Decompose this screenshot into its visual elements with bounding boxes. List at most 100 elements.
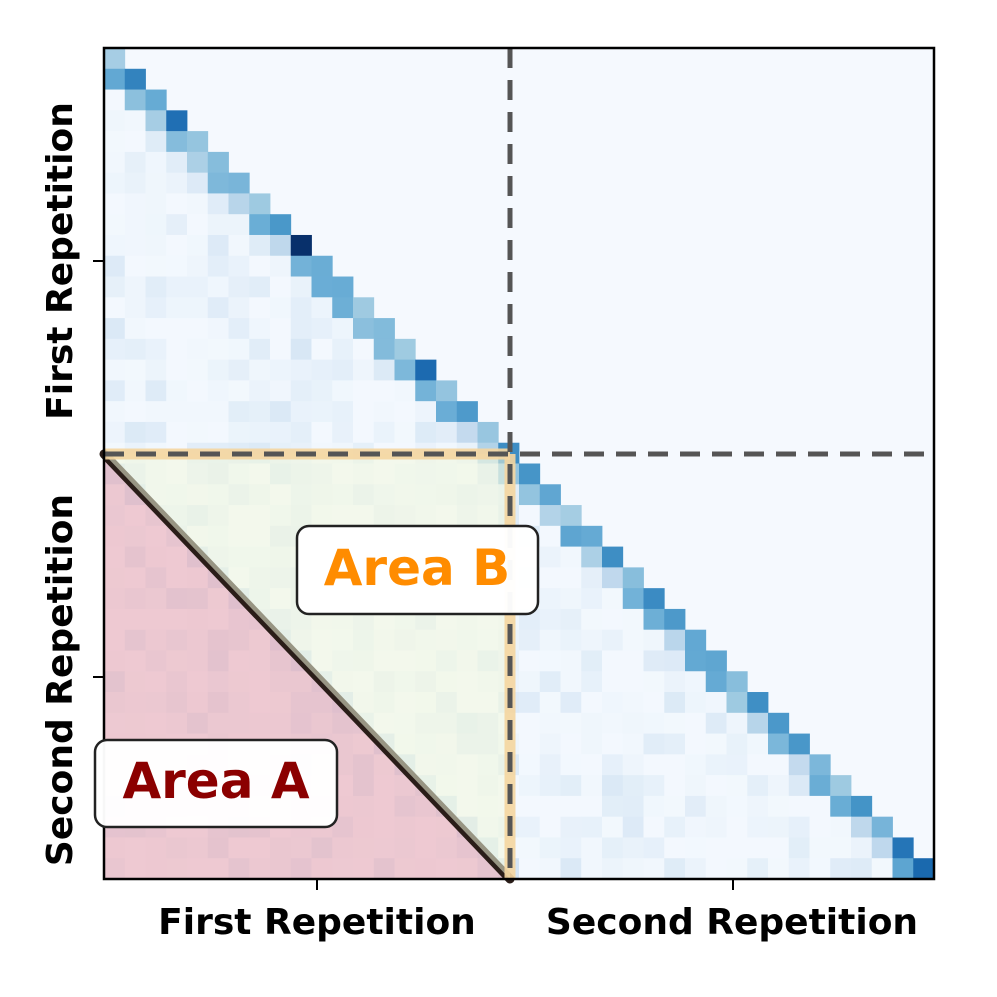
heatmap-cell xyxy=(519,712,541,734)
heatmap-cell xyxy=(768,754,790,776)
heatmap-cell xyxy=(685,692,707,714)
heatmap-cell xyxy=(747,858,769,880)
heatmap-cell xyxy=(249,214,271,236)
heatmap-cell xyxy=(104,276,126,298)
heatmap-cell xyxy=(560,650,582,672)
area-a-label: Area A xyxy=(122,752,309,810)
heatmap-cell xyxy=(664,629,686,651)
heatmap-cell xyxy=(747,837,769,859)
heatmap-cell xyxy=(871,816,893,838)
heatmap-cell xyxy=(560,505,582,527)
heatmap-cell xyxy=(207,421,229,444)
heatmap-cell xyxy=(705,733,727,755)
heatmap-cell xyxy=(539,733,561,755)
heatmap-cell xyxy=(207,338,229,361)
heatmap-cell xyxy=(124,276,146,298)
heatmap-cell xyxy=(560,608,582,631)
heatmap-cell xyxy=(602,567,624,589)
heatmap-cell xyxy=(768,837,790,859)
heatmap-cell xyxy=(643,608,665,631)
heatmap-cell xyxy=(415,380,437,402)
heatmap-cell xyxy=(643,837,665,859)
heatmap-cell xyxy=(664,712,686,734)
heatmap-cell xyxy=(560,775,582,797)
heatmap-cell xyxy=(788,795,810,818)
heatmap-cell xyxy=(228,421,250,444)
heatmap-cell xyxy=(705,775,727,797)
heatmap-cell xyxy=(602,588,624,610)
heatmap-cell xyxy=(602,712,624,734)
heatmap-cell xyxy=(726,712,748,734)
heatmap-cell xyxy=(166,318,188,340)
heatmap-cell xyxy=(166,297,188,319)
heatmap-cell xyxy=(581,837,603,859)
heatmap-cell xyxy=(228,193,250,215)
heatmap-cell xyxy=(913,858,935,880)
heatmap-cell xyxy=(664,837,686,859)
heatmap-cell xyxy=(643,754,665,776)
heatmap-cell xyxy=(602,546,624,568)
heatmap-cell xyxy=(373,401,395,423)
heatmap-cell xyxy=(104,214,126,236)
heatmap-cell xyxy=(104,110,126,132)
heatmap-cell xyxy=(353,421,375,444)
heatmap-cell xyxy=(124,214,146,236)
heatmap-cell xyxy=(768,816,790,838)
heatmap-cell xyxy=(249,421,271,444)
plot-frame xyxy=(102,46,936,881)
heatmap-cell xyxy=(249,318,271,340)
heatmap-cell xyxy=(456,421,478,444)
area-a-label-box xyxy=(93,738,339,829)
heatmap-cell xyxy=(124,110,146,132)
heatmap-cell xyxy=(539,650,561,672)
heatmap-cell xyxy=(187,276,209,298)
heatmap-cell xyxy=(207,172,229,194)
heatmap-cell xyxy=(519,692,541,714)
heatmap-cell xyxy=(560,588,582,610)
heatmap-cell xyxy=(228,276,250,298)
heatmap-cell xyxy=(187,234,209,257)
heatmap-cell xyxy=(373,421,395,444)
heatmap-cell xyxy=(622,733,644,755)
heatmap-cell xyxy=(207,214,229,236)
heatmap-cell xyxy=(124,380,146,402)
heatmap-cell xyxy=(104,318,126,340)
heatmap-cell xyxy=(581,608,603,631)
heatmap-cell xyxy=(353,359,375,381)
heatmap-cell xyxy=(207,318,229,340)
heatmap-cell xyxy=(560,858,582,880)
heatmap-cell xyxy=(249,359,271,381)
heatmap-cell xyxy=(394,401,416,423)
heatmap-cell xyxy=(166,255,188,277)
heatmap-cell xyxy=(228,297,250,319)
heatmap-cell xyxy=(602,608,624,631)
heatmap-cell xyxy=(415,359,437,381)
heatmap-cell xyxy=(332,338,354,361)
heatmap-cell xyxy=(581,733,603,755)
heatmap-cell xyxy=(145,359,167,381)
heatmap-cell xyxy=(249,255,271,277)
heatmap-cell xyxy=(187,172,209,194)
heatmap-cell xyxy=(436,421,458,444)
heatmap-cell xyxy=(747,775,769,797)
heatmap-cell xyxy=(373,380,395,402)
heatmap-cell xyxy=(145,193,167,215)
heatmap-cell xyxy=(602,775,624,797)
heatmap-cell xyxy=(166,421,188,444)
heatmap-cell xyxy=(187,193,209,215)
heatmap-cell xyxy=(622,671,644,693)
heatmap-cell xyxy=(622,816,644,838)
heatmap-cell xyxy=(581,795,603,818)
heatmap-cell xyxy=(104,338,126,361)
heatmap-cell xyxy=(539,795,561,818)
heatmap-cell xyxy=(851,795,873,818)
heatmap-cell xyxy=(290,276,312,298)
heatmap-cell xyxy=(145,89,167,111)
heatmap-cell xyxy=(622,608,644,631)
heatmap-cell xyxy=(602,754,624,776)
heatmap-cell xyxy=(104,297,126,319)
heatmap-cell xyxy=(519,484,541,506)
heatmap-cell xyxy=(166,214,188,236)
heatmap-cell xyxy=(726,733,748,755)
heatmap-cell xyxy=(270,276,292,298)
